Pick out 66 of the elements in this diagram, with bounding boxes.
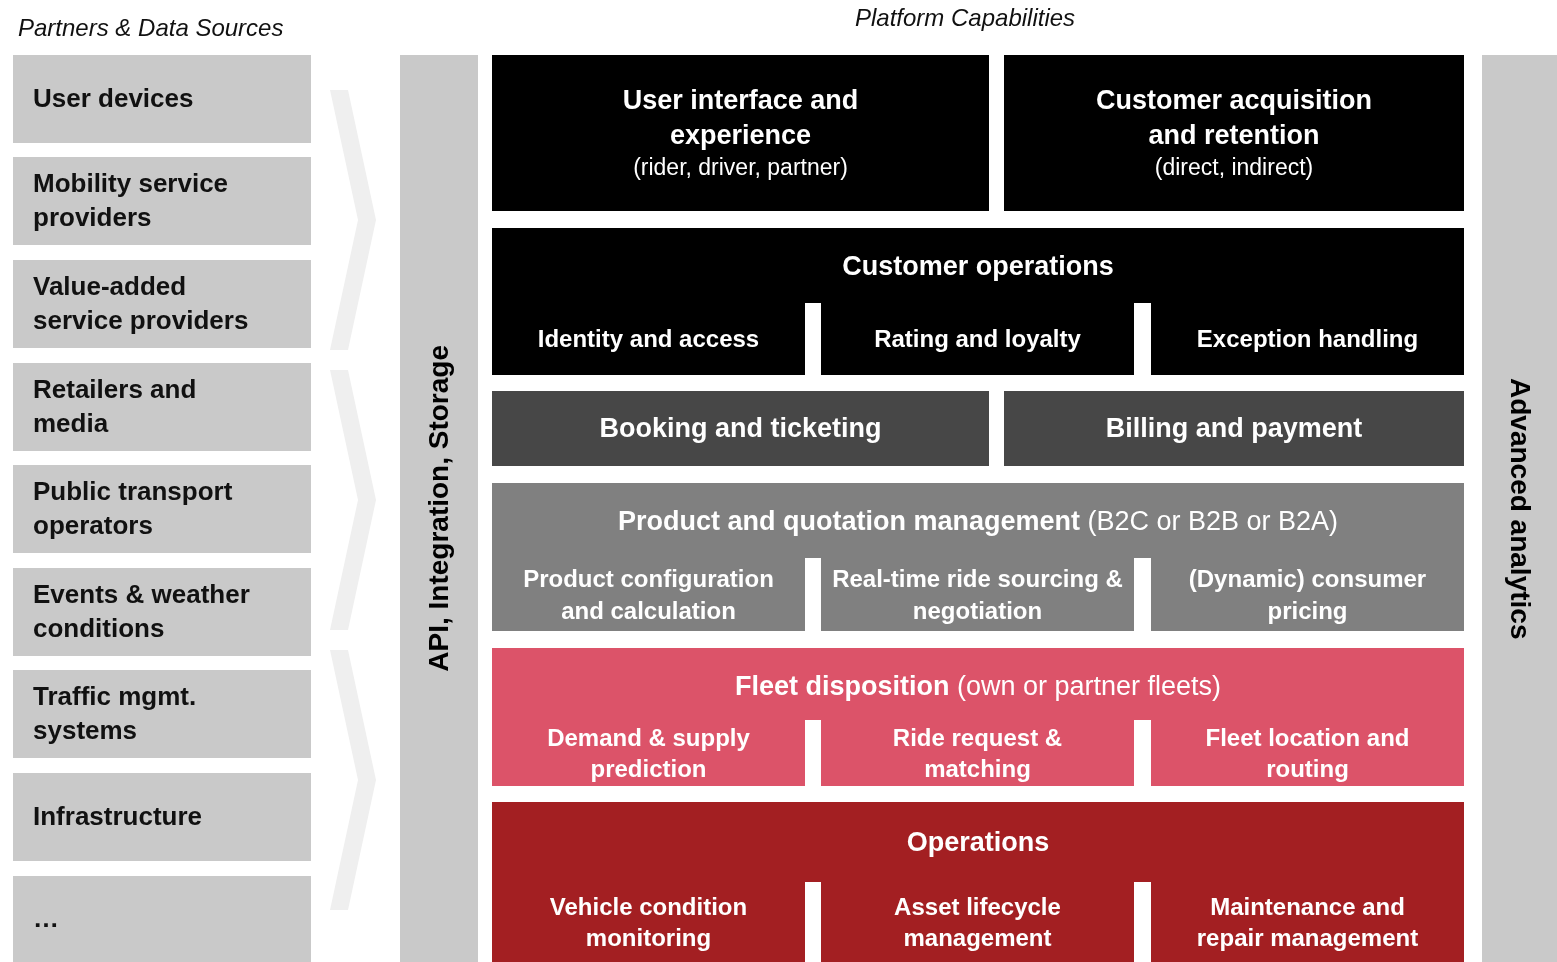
capability-cell: [1151, 882, 1464, 962]
capability-label: Demand & supply prediction: [546, 722, 751, 784]
capability-label: Fleet location and routing: [1204, 722, 1411, 784]
capability-group: [492, 648, 1464, 786]
capability-group: [492, 483, 1464, 631]
source-label: Value-added service providers: [33, 270, 250, 337]
capability-cell: [492, 720, 805, 786]
source-label: Retailers and media: [33, 373, 198, 440]
source-label: Public transport operators: [33, 475, 234, 542]
capability-cell: [1151, 303, 1464, 375]
source-box: [13, 568, 311, 656]
capability-label: Billing and payment: [1105, 411, 1363, 445]
capability-label: User interface and experience: [621, 83, 860, 153]
source-box: [13, 260, 311, 348]
capability-label: Ride request & matching: [891, 722, 1064, 784]
source-label: Traffic mgmt. systems: [33, 680, 198, 747]
group-heading: Product and quotation management (B2C or B2B or B2A): [617, 505, 1339, 539]
capability-label: Customer acquisition and retention: [1094, 83, 1373, 153]
source-label: Mobility service providers: [33, 167, 230, 234]
bar-label: API, Integration, Storage: [423, 345, 455, 672]
capability-label: (Dynamic) consumer pricing: [1187, 564, 1428, 626]
section-heading: Platform Capabilities: [855, 4, 1076, 32]
source-label: User devices: [33, 82, 194, 116]
capability-cell: [492, 303, 805, 375]
bar-label: Advanced analytics: [1503, 377, 1536, 640]
source-box: [13, 363, 311, 451]
source-label: …: [33, 902, 59, 936]
source-box: [13, 465, 311, 553]
capability-label: Asset lifecycle management: [893, 891, 1062, 953]
source-box: [13, 670, 311, 758]
capability-label: Real-time ride sourcing & negotiation: [831, 564, 1124, 626]
source-box: [13, 773, 311, 861]
source-box: [13, 876, 311, 962]
capability-cell: [1151, 720, 1464, 786]
source-box: [13, 55, 311, 143]
capability-label: Product configuration and calculation: [522, 564, 775, 626]
source-label: Infrastructure: [33, 800, 203, 834]
capability-box: [1004, 55, 1464, 211]
capability-cell: [492, 558, 805, 631]
source-box: [13, 157, 311, 245]
capability-label: Rating and loyalty: [874, 324, 1081, 355]
capability-note: (rider, driver, partner): [633, 153, 848, 183]
group-heading: Fleet disposition (own or partner fleets): [734, 670, 1222, 704]
group-heading: Operations: [906, 826, 1050, 860]
capability-label: Exception handling: [1196, 324, 1419, 355]
capability-label: Booking and ticketing: [599, 411, 882, 445]
capability-label: Vehicle condition monitoring: [548, 891, 749, 953]
capability-label: Maintenance and repair management: [1195, 891, 1420, 953]
capability-cell: [821, 303, 1134, 375]
capability-label: Identity and access: [537, 324, 760, 355]
capability-note: (direct, indirect): [1154, 153, 1314, 183]
source-label: Events & weather conditions: [33, 578, 251, 645]
capability-cell: [821, 720, 1134, 786]
side-bar: [400, 55, 478, 962]
side-bar: [1482, 55, 1557, 962]
capability-box: [492, 391, 989, 466]
section-heading: Partners & Data Sources: [18, 14, 284, 42]
group-heading: Customer operations: [842, 250, 1114, 284]
capability-cell: [821, 882, 1134, 962]
capability-cell: [821, 558, 1134, 631]
capability-group: [492, 802, 1464, 962]
capability-cell: [492, 882, 805, 962]
capability-box: [1004, 391, 1464, 466]
capability-cell: [1151, 558, 1464, 631]
capability-box: [492, 55, 989, 211]
capability-group: [492, 228, 1464, 375]
